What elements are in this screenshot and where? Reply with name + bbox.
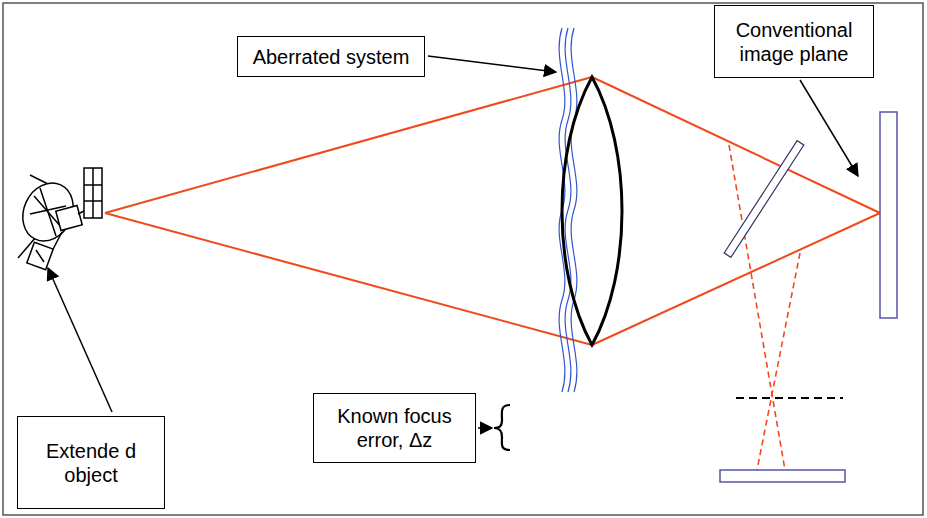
callout-label: Aberrated system: [253, 45, 410, 69]
callout-box: Extende d object: [17, 416, 165, 509]
light-rays: [105, 77, 880, 345]
frame: [3, 3, 923, 515]
focus-brace: [494, 405, 510, 450]
beam-splitter: [724, 141, 804, 258]
focus-reference-line: [736, 397, 843, 399]
lens: [562, 77, 622, 345]
image-plane-detector: [880, 112, 897, 318]
callout-label: Extende d object: [26, 439, 156, 487]
callout-label: Conventional image plane: [723, 18, 865, 66]
callout-box: Aberrated system: [237, 36, 425, 77]
satellite-icon: [14, 168, 102, 270]
callout-label: Known focus error, Δz: [322, 404, 467, 452]
leader-arrows: [48, 56, 858, 428]
defocused-detector: [720, 470, 845, 482]
callout-box: Known focus error, Δz: [313, 393, 476, 463]
callout-box: Conventional image plane: [714, 5, 874, 78]
